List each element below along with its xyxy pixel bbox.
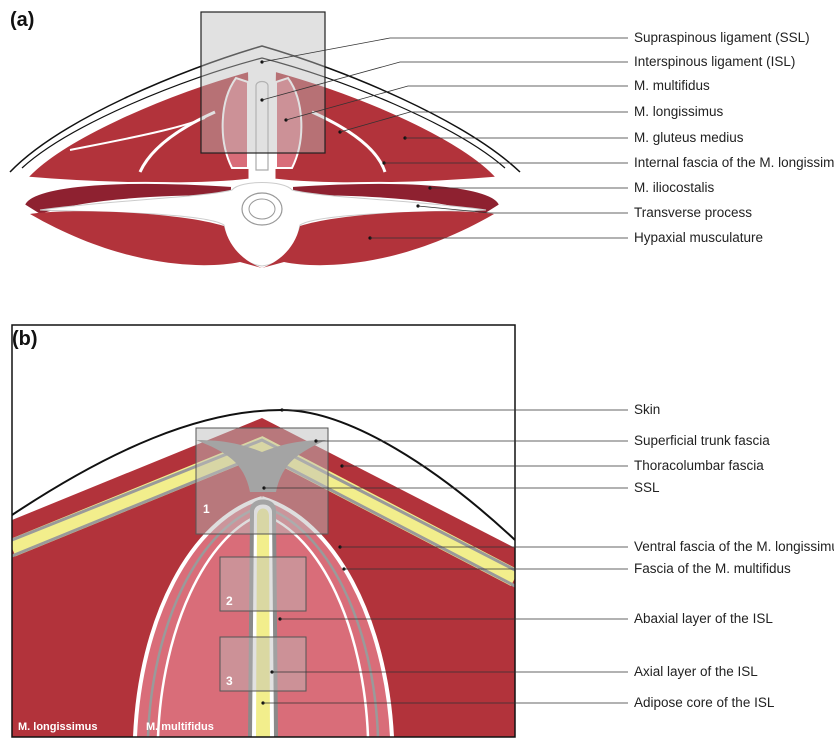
panel-b-illustration: 1 2 3 M. longissimus M. multifidus	[12, 325, 515, 737]
label-hypaxial-a: Hypaxial musculature	[634, 230, 763, 245]
panel-a-highlight-box	[201, 12, 325, 153]
label-transverse-a: Transverse process	[634, 205, 752, 220]
muscle-name-multifidus: M. multifidus	[146, 721, 214, 733]
box-3-number: 3	[226, 674, 233, 688]
box-3	[220, 637, 306, 691]
box-1	[196, 428, 328, 534]
label-multifidus-a: M. multifidus	[634, 78, 710, 93]
label-multifidus-fascia-b: Fascia of the M. multifidus	[634, 561, 791, 576]
label-ventral-fascia-b: Ventral fascia of the M. longissimus	[634, 539, 834, 554]
label-gluteus-a: M. gluteus medius	[634, 130, 744, 145]
label-superficial-fascia-b: Superficial trunk fascia	[634, 433, 770, 448]
label-ssl-a: Supraspinous ligament (SSL)	[634, 30, 810, 45]
label-abaxial-b: Abaxial layer of the ISL	[634, 611, 773, 626]
label-thoracolumbar-b: Thoracolumbar fascia	[634, 458, 764, 473]
box-2-number: 2	[226, 594, 233, 608]
label-iliocostalis-a: M. iliocostalis	[634, 180, 715, 195]
panel-b-letter: (b)	[12, 328, 38, 350]
muscle-name-longissimus: M. longissimus	[18, 721, 97, 733]
label-isl-a: Interspinous ligament (ISL)	[634, 54, 795, 69]
label-ssl-b: SSL	[634, 480, 660, 495]
label-longissimus-a: M. longissimus	[634, 104, 724, 119]
box-1-number: 1	[203, 502, 210, 516]
label-skin-b: Skin	[634, 402, 660, 417]
label-internal-fascia-a: Internal fascia of the M. longissimus	[634, 155, 834, 170]
box-2	[220, 557, 306, 611]
label-adipose-b: Adipose core of the ISL	[634, 695, 775, 710]
panel-a-illustration	[10, 12, 520, 268]
label-axial-b: Axial layer of the ISL	[634, 664, 758, 679]
panel-a-letter: (a)	[10, 9, 34, 31]
